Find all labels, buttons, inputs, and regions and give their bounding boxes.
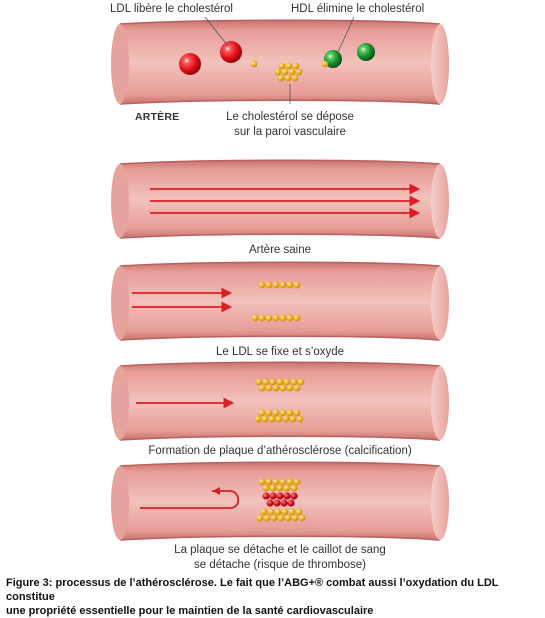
- hdl-particles: [324, 43, 375, 68]
- ldl-deposit-lower: [251, 314, 301, 322]
- cholesterol-deposit: [274, 62, 303, 82]
- stage-label-plaque: Formation de plaque d’athérosclérose (ca…: [148, 445, 412, 457]
- deposit-label-line1: Le cholestérol se dépose: [226, 111, 354, 123]
- blood-flow-arrows: [132, 287, 233, 313]
- stage-label-thrombosis-line2: se détache (risque de thrombose): [194, 559, 366, 571]
- hdl-particle: [324, 50, 342, 68]
- ldl-label: LDL libère le cholestérol: [110, 3, 233, 15]
- ldl-deposit-upper: [258, 281, 301, 289]
- return-flow-arrow: [140, 487, 240, 509]
- artery-tube-plaque: [111, 361, 449, 441]
- caption-line-2: une propriété essentielle pour le mainti…: [6, 605, 374, 617]
- blood-clot: [262, 492, 298, 507]
- pointer-lines: [204, 16, 355, 104]
- plaque-upper: [255, 378, 305, 392]
- caption-line-1: Figure 3: processus de l’athérosclérose.…: [6, 577, 499, 603]
- ldl-particles: [179, 41, 242, 75]
- free-cholesterol: [250, 60, 329, 68]
- deposit-label-line2: sur la paroi vasculaire: [234, 126, 346, 138]
- stage-label-thrombosis-line1: La plaque se détache et le caillot de sa…: [174, 544, 386, 556]
- artery-tube-ldl-oxidation: [111, 261, 449, 341]
- hdl-particle: [357, 43, 375, 61]
- plaque-lower: [254, 409, 304, 423]
- ldl-particle: [220, 41, 242, 63]
- hdl-label: HDL élimine le cholestérol: [291, 3, 425, 15]
- ldl-particle: [179, 53, 201, 75]
- plaque-upper: [258, 478, 301, 492]
- artery-label: ARTÈRE: [135, 111, 180, 123]
- plaque-lower: [256, 508, 306, 522]
- artery-tube-top: [111, 19, 449, 105]
- blood-flow-arrows: [150, 183, 421, 219]
- stage-label-healthy: Artère saine: [248, 244, 311, 256]
- stage-label-ldl-oxidation: Le LDL se fixe et s’oxyde: [215, 346, 345, 358]
- artery-tube-healthy: [111, 159, 449, 239]
- figure-caption: Figure 3: processus de l’athérosclérose.…: [6, 576, 541, 618]
